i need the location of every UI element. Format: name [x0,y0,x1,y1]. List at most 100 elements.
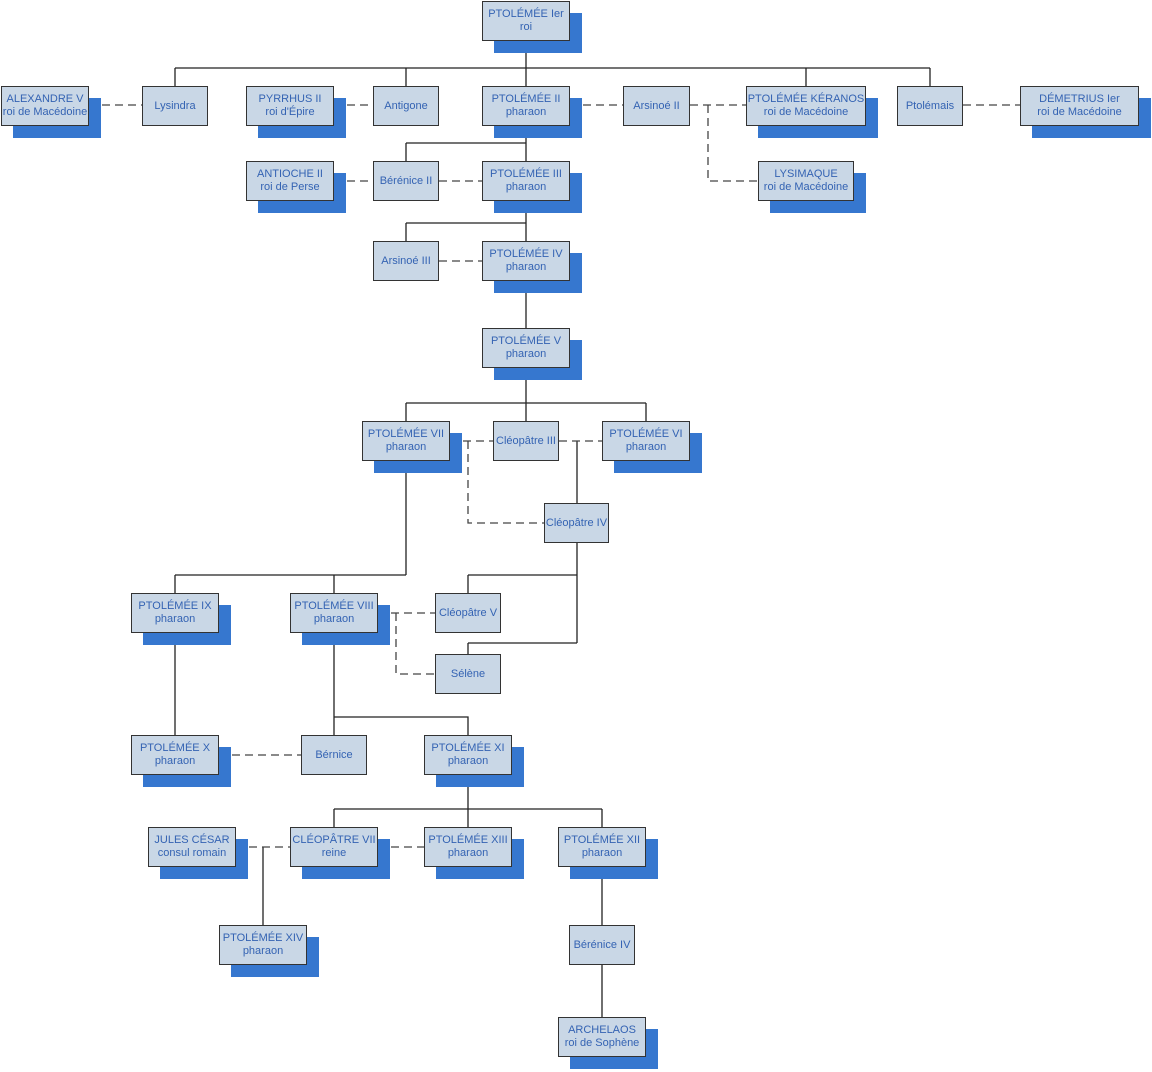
person-title: pharaon [505,261,547,273]
person-node-cleopatre-3[interactable]: Cléopâtre III [493,421,559,461]
person-title: pharaon [625,441,667,453]
person-node-arsinoe-3[interactable]: Arsinoé III [373,241,439,281]
person-title: pharaon [313,613,355,625]
person-name: PTOLÉMÉE III [490,168,562,180]
person-name: CLÉOPÂTRE VII [292,834,376,846]
person-node-bernice[interactable]: Bérnice [301,735,367,775]
person-node-berenice-2[interactable]: Bérénice II [373,161,439,201]
person-name: Sélène [450,667,486,680]
person-name: PTOLÉMÉE XII [563,834,641,846]
person-name: Cléopâtre III [496,434,556,447]
person-name: Bérénice II [379,174,433,187]
person-name: Antigone [384,99,428,112]
person-name: PTOLÉMÉE VIII [294,600,374,612]
person-title: roi de Macédoine [763,106,849,118]
person-title: pharaon [447,755,489,767]
person-name: PTOLÉMÉE V [490,335,562,347]
person-title: consul romain [157,847,227,859]
person-name: Cléopâtre V [438,606,498,619]
person-node-berenice-4[interactable]: Bérénice IV [569,925,635,965]
person-name: PTOLÉMÉE VII [367,428,445,440]
person-title: pharaon [505,348,547,360]
node-box: Lysindra [142,86,208,126]
node-box: Cléopâtre IV [544,503,609,543]
person-title: pharaon [242,945,284,957]
node-box: Arsinoé II [623,86,690,126]
person-name: Ptolémais [905,99,955,112]
person-title: pharaon [581,847,623,859]
node-box: Bérnice [301,735,367,775]
person-name: PTOLÉMÉE KÉRANOS [747,93,865,105]
person-node-lysindra[interactable]: Lysindra [142,86,208,126]
person-name: Bérénice IV [573,938,631,951]
person-name: DÉMETRIUS Ier [1039,93,1120,105]
person-name: ANTIOCHE II [256,168,323,180]
person-name: PTOLÉMÉE II [491,93,561,105]
person-name: PTOLÉMÉE XIII [428,834,508,846]
person-title: pharaon [505,106,547,118]
person-name: PTOLÉMÉE XIV [222,932,304,944]
person-title: roi de Sophène [564,1037,640,1049]
person-title: pharaon [447,847,489,859]
person-name: PTOLÉMÉE X [139,742,211,754]
person-title: pharaon [154,755,196,767]
node-box: Arsinoé III [373,241,439,281]
person-node-antigone[interactable]: Antigone [373,86,439,126]
person-node-cleopatre-4[interactable]: Cléopâtre IV [544,503,609,543]
person-name: Bérnice [315,748,353,761]
person-node-arsinoe-2[interactable]: Arsinoé II [623,86,690,126]
person-name: PYRRHUS II [258,93,322,105]
person-title: reine [321,847,347,859]
person-name: PTOLÉMÉE IV [489,248,563,260]
node-box: Bérénice IV [569,925,635,965]
person-node-ptolemais[interactable]: Ptolémais [897,86,963,126]
person-name: PTOLÉMÉE Ier [488,8,564,20]
person-node-cleopatre-5[interactable]: Cléopâtre V [435,593,501,633]
person-title: roi d'Épire [265,106,315,118]
person-title: roi de Macédoine [763,181,849,193]
marriage-lines [89,104,1020,848]
person-title: roi de Macédoine [2,106,88,118]
person-node-selene[interactable]: Sélène [435,654,501,694]
person-name: Cléopâtre IV [545,516,608,529]
node-box: Ptolémais [897,86,963,126]
